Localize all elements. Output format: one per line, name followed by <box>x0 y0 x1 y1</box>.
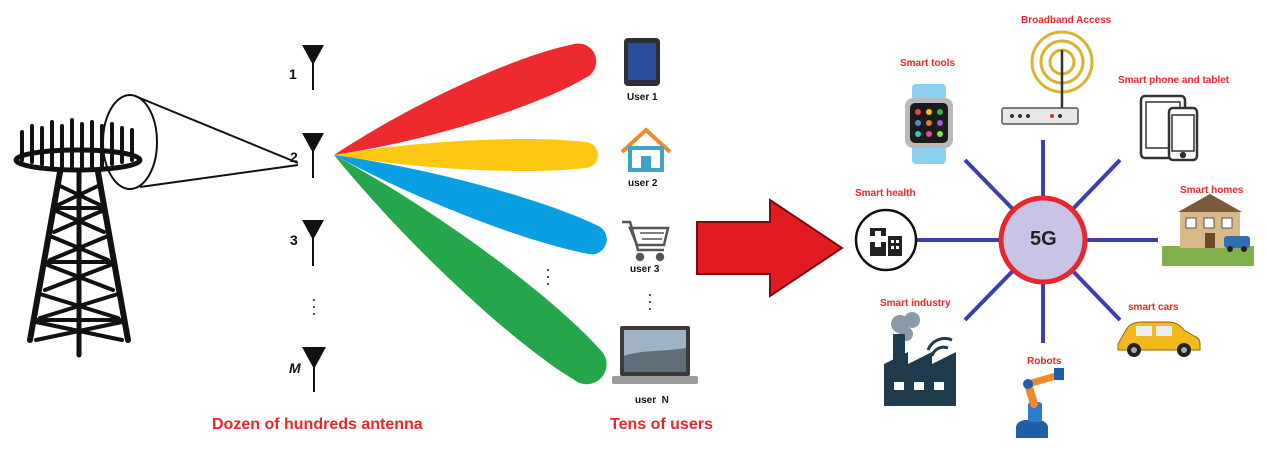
caption-antennas: Dozen of hundreds antenna <box>212 416 423 433</box>
app-label-broadband: Broadband Access <box>1021 15 1112 26</box>
caption-users: Tens of users <box>610 416 713 433</box>
antenna-label-m: M <box>289 360 301 376</box>
car-icon <box>1117 321 1201 357</box>
antenna-2-icon <box>302 133 324 178</box>
beam-ellipsis: ··· <box>545 259 551 293</box>
beam-red <box>334 43 597 155</box>
tablet-icon <box>624 38 660 86</box>
zoom-callout <box>102 94 299 190</box>
user-label-n: user N <box>635 395 669 406</box>
laptop-icon <box>612 326 698 384</box>
user-label-1: User 1 <box>627 92 658 103</box>
app-label-smart-homes: Smart homes <box>1180 185 1244 196</box>
cell-tower-icon <box>13 118 143 358</box>
shopping-cart-icon <box>622 220 670 262</box>
antenna-3-icon <box>302 220 324 266</box>
phone-tablet-icon <box>1139 94 1199 162</box>
hub-5g-circle <box>998 195 1088 285</box>
antenna-m-icon <box>302 347 326 392</box>
transition-arrow <box>696 198 844 298</box>
smartwatch-icon <box>905 84 953 164</box>
factory-icon <box>884 312 956 406</box>
app-label-smart-cars: smart cars <box>1128 302 1179 313</box>
robot-arm-icon <box>1016 368 1064 438</box>
antenna-label-2: 2 <box>290 149 298 165</box>
user-label-2: user 2 <box>628 178 658 189</box>
beam-blue <box>334 155 607 255</box>
antenna-ellipsis: ··· <box>311 289 317 323</box>
app-label-smart-tools: Smart tools <box>900 58 956 69</box>
user-label-3: user 3 <box>630 264 660 275</box>
app-label-smart-health: Smart health <box>855 188 916 199</box>
hospital-icon <box>854 208 918 272</box>
antenna-label-3: 3 <box>290 232 298 248</box>
hub-label: 5G <box>1030 228 1057 250</box>
antenna-1-icon <box>302 45 324 90</box>
app-label-smart-industry: Smart industry <box>880 298 951 309</box>
beamforming-lobes <box>334 43 607 385</box>
beam-green <box>334 155 607 385</box>
house-icon <box>620 127 672 172</box>
home-building-icon <box>1162 194 1254 266</box>
user-ellipsis: ··· <box>647 284 653 318</box>
wifi-router-icon <box>1001 30 1094 125</box>
antenna-label-1: 1 <box>289 66 297 82</box>
beam-yellow <box>334 138 598 172</box>
app-label-robots: Robots <box>1027 356 1062 367</box>
app-label-phone-tablet: Smart phone and tablet <box>1118 75 1230 86</box>
